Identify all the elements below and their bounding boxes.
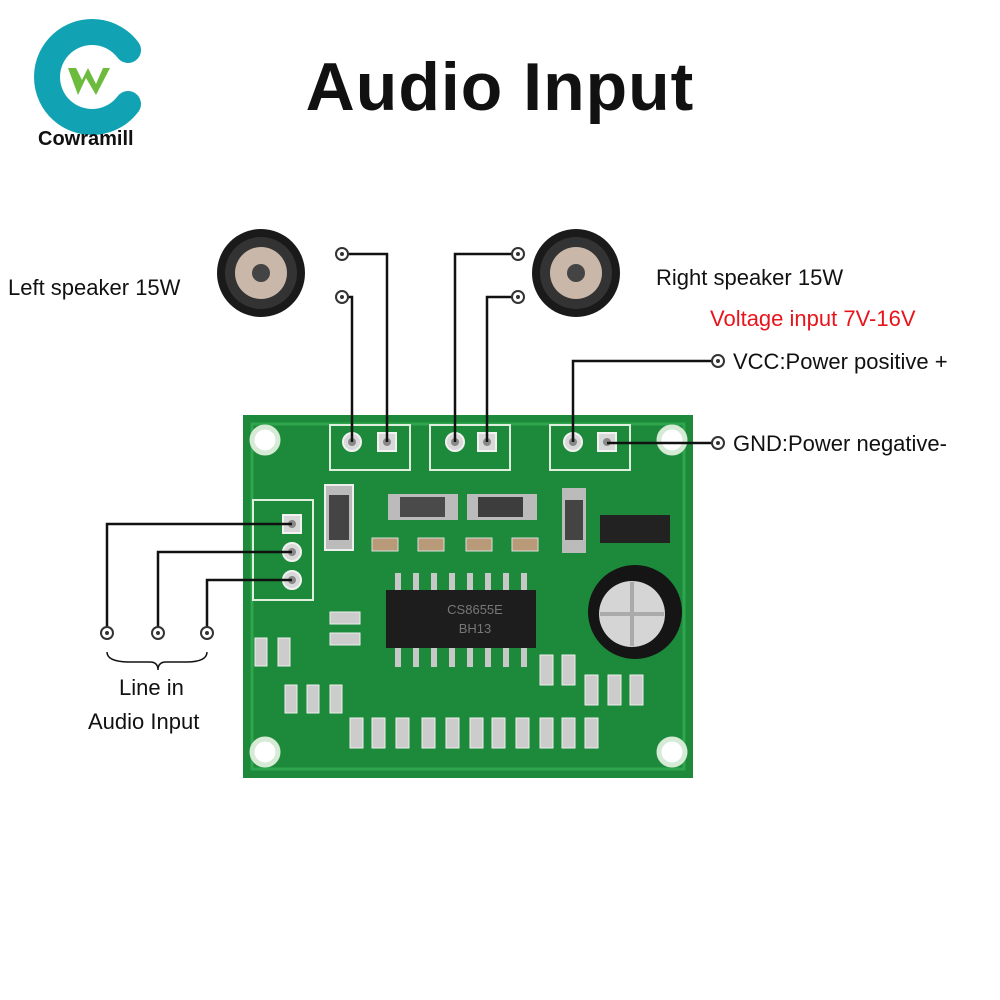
chip-marking-1: CS8655E	[447, 602, 503, 617]
left-speaker-label: Left speaker 15W	[8, 275, 181, 300]
chip-marking-2: BH13	[459, 621, 492, 636]
pcb-board: CS8655E BH13	[243, 415, 693, 778]
mounting-hole	[656, 736, 688, 768]
mounting-hole	[249, 736, 281, 768]
right-speaker-icon	[532, 229, 620, 317]
right-speaker-label: Right speaker 15W	[656, 265, 844, 290]
voltage-label: Voltage input 7V-16V	[710, 306, 916, 331]
audio-input-label: Audio Input	[88, 709, 200, 734]
brand-logo	[34, 19, 141, 135]
brand-name: Cowramill	[38, 128, 134, 150]
gnd-label: GND:Power negative-	[733, 431, 947, 456]
line-in-label: Line in	[119, 675, 184, 700]
wires	[105, 252, 718, 671]
mounting-hole	[249, 424, 281, 456]
vcc-label: VCC:Power positive +	[733, 349, 948, 374]
page-title: Audio Input	[305, 49, 695, 125]
mounting-hole	[656, 424, 688, 456]
left-speaker-icon	[217, 229, 305, 317]
amplifier-chip	[386, 590, 536, 648]
